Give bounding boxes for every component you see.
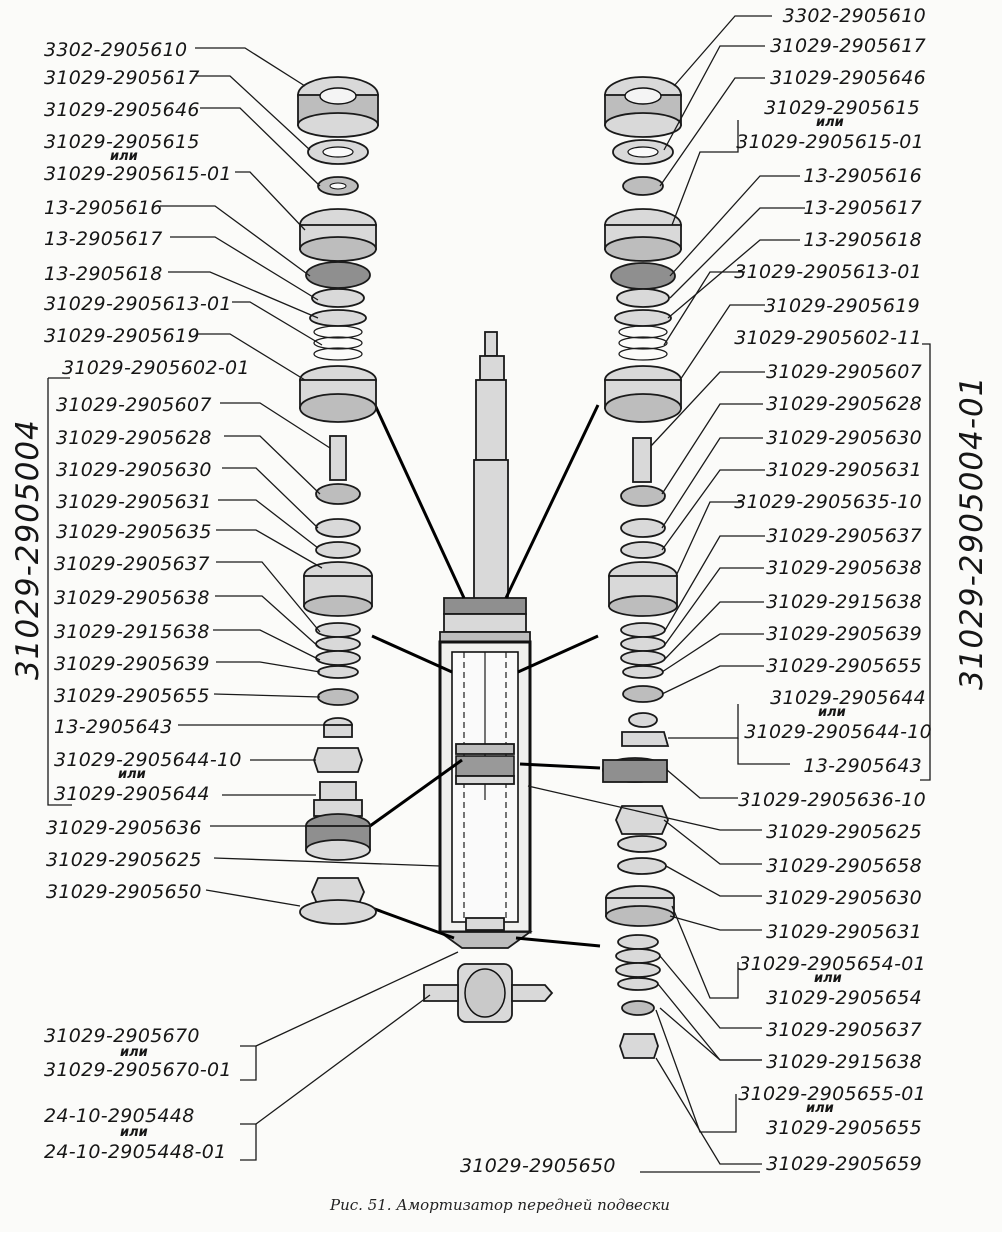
ili-label: или <box>806 1101 834 1116</box>
right-parts-stack <box>602 76 682 1059</box>
label: 31029-2905628 <box>766 393 922 415</box>
label: 31029-2905631 <box>766 459 922 481</box>
label: 31029-2905646 <box>770 67 926 89</box>
assembly-left-label: 31029-2905004 <box>10 419 46 680</box>
label: 31029-2905655 <box>54 685 210 707</box>
label: 31029-2905636-10 <box>738 789 926 811</box>
label: 31029-2905602-11 <box>734 327 922 349</box>
ili-label: или <box>818 705 846 720</box>
label: 24-10-2905448 <box>44 1105 195 1127</box>
bottom-leader-lines <box>240 951 459 1161</box>
label: 31029-2915638 <box>766 591 922 613</box>
label: 31029-2915638 <box>766 1051 922 1073</box>
label: 31029-2905655 <box>766 655 922 677</box>
label: 31029-2905646 <box>44 99 200 121</box>
label: 31029-2905655 <box>766 1117 922 1139</box>
label: 3302-2905610 <box>44 39 187 61</box>
label: 3302-2905610 <box>783 5 926 27</box>
label: 31029-2905613-01 <box>44 293 232 315</box>
ili-label: или <box>816 115 844 130</box>
label: 13-2905618 <box>803 229 922 251</box>
label: 31029-2905638 <box>54 587 210 609</box>
label: 31029-2905644 <box>770 687 926 709</box>
label: 31029-2905659 <box>766 1153 922 1175</box>
label: 31029-2905670 <box>44 1025 200 1047</box>
label: 31029-2905607 <box>766 361 922 383</box>
label: 31029-2905630 <box>766 427 922 449</box>
label: 31029-2905654 <box>766 987 922 1009</box>
assembly-leaders <box>369 404 601 948</box>
label: 31029-2905607 <box>56 394 212 416</box>
ili-label: или <box>110 149 138 164</box>
bottom-labels: 31029-2905670 или 31029-2905670-01 24-10… <box>44 1025 616 1177</box>
label: 31029-2905619 <box>44 325 200 347</box>
label: 31029-2905628 <box>56 427 212 449</box>
right-labels: 3302-2905610 31029-2905617 31029-2905646… <box>734 5 932 1175</box>
label: 31029-2905635 <box>56 521 212 543</box>
label: 31029-2905615 <box>764 97 920 119</box>
label: 31029-2905635-10 <box>734 491 922 513</box>
label: 31029-2915638 <box>54 621 210 643</box>
label: 31029-2905613-01 <box>734 261 922 283</box>
label: 31029-2905644 <box>54 783 210 805</box>
label: 31029-2905654-01 <box>738 953 926 975</box>
left-parts-stack <box>297 76 379 925</box>
label: 31029-2905637 <box>54 553 210 575</box>
label: 31029-2905619 <box>764 295 920 317</box>
label: 31029-2905631 <box>56 491 212 513</box>
shock-absorber-assembly <box>423 331 554 1023</box>
label: 31029-2905650 <box>46 881 202 903</box>
label: 31029-2905615-01 <box>44 163 232 185</box>
label: 31029-2905658 <box>766 855 922 877</box>
label: 31029-2905617 <box>770 35 926 57</box>
label: 31029-2905638 <box>766 557 922 579</box>
label: 13-2905617 <box>44 228 163 250</box>
label: 31029-2905639 <box>54 653 210 675</box>
label: 31029-2905625 <box>766 821 922 843</box>
ili-label: или <box>814 971 842 986</box>
figure-caption: Рис. 51. Амортизатор передней подвески <box>329 1196 670 1214</box>
label: 31029-2905602-01 <box>62 357 250 379</box>
label: 31029-2905636 <box>46 817 202 839</box>
label: 31029-2905630 <box>56 459 212 481</box>
label: 31029-2905637 <box>766 525 922 547</box>
label: 31029-2905650 <box>460 1155 616 1177</box>
left-labels: 3302-2905610 31029-2905617 31029-2905646… <box>44 39 250 903</box>
label: 31029-2905617 <box>44 67 200 89</box>
ili-label: или <box>120 1125 148 1140</box>
label: 13-2905616 <box>44 197 163 219</box>
label: 13-2905643 <box>54 716 173 738</box>
ili-label: или <box>118 767 146 782</box>
label: 31029-2905631 <box>766 921 922 943</box>
label: 13-2905618 <box>44 263 163 285</box>
label: 31029-2905630 <box>766 887 922 909</box>
label: 31029-2905615-01 <box>736 131 924 153</box>
label: 13-2905617 <box>803 197 922 219</box>
right-leader-lines <box>527 15 931 1173</box>
label: 31029-2905644-10 <box>744 721 932 743</box>
label: 13-2905643 <box>803 755 922 777</box>
left-leader-lines <box>47 47 441 907</box>
label: 31029-2905644-10 <box>54 749 242 771</box>
label: 31029-2905670-01 <box>44 1059 232 1081</box>
label: 31029-2905615 <box>44 131 200 153</box>
label: 13-2905616 <box>803 165 922 187</box>
label: 24-10-2905448-01 <box>44 1141 227 1163</box>
assembly-right-label: 31029-2905004-01 <box>954 376 990 691</box>
label: 31029-2905639 <box>766 623 922 645</box>
label: 31029-2905655-01 <box>738 1083 926 1105</box>
ili-label: или <box>120 1045 148 1060</box>
label: 31029-2905625 <box>46 849 202 871</box>
label: 31029-2905637 <box>766 1019 922 1041</box>
